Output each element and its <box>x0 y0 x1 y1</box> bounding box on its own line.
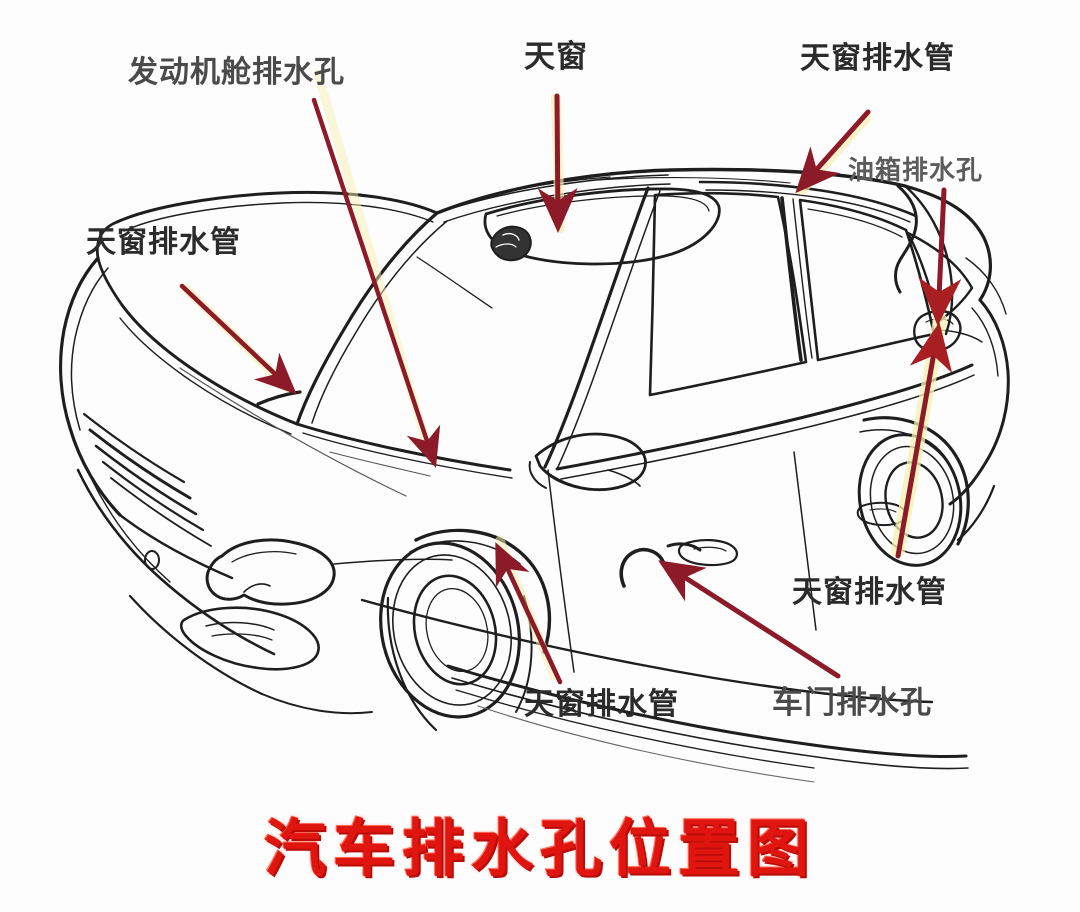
label-sunroof-drain-right: 天窗排水管 <box>792 575 947 610</box>
diagram-title: 汽车排水孔位置图 <box>263 812 816 885</box>
car-body-sketch <box>59 167 1010 783</box>
label-engine-bay-drain: 发动机舱排水孔 <box>128 55 345 90</box>
callout-arrows <box>179 93 962 685</box>
label-door-drain: 车门排水孔 <box>772 685 932 721</box>
arrow-fuel-tank-drain <box>918 187 962 326</box>
arrow-engine-bay-drain <box>311 97 441 468</box>
arrow-sunroof-drain-top <box>795 109 871 194</box>
label-sunroof-drain-left: 天窗排水管 <box>86 225 241 260</box>
arrow-door-drain <box>658 560 841 679</box>
arrow-sunroof-drain-right <box>895 322 953 559</box>
arrow-sunroof-drain-left <box>179 283 297 395</box>
label-sunroof: 天窗 <box>524 39 588 75</box>
arrow-sunroof-drain-bottom <box>495 542 563 685</box>
label-fuel-tank-drain: 油箱排水孔 <box>848 156 984 186</box>
label-sunroof-drain-top: 天窗排水管 <box>800 41 955 76</box>
arrow-sunroof <box>537 93 578 233</box>
label-sunroof-drain-bottom: 天窗排水管 <box>524 687 679 722</box>
